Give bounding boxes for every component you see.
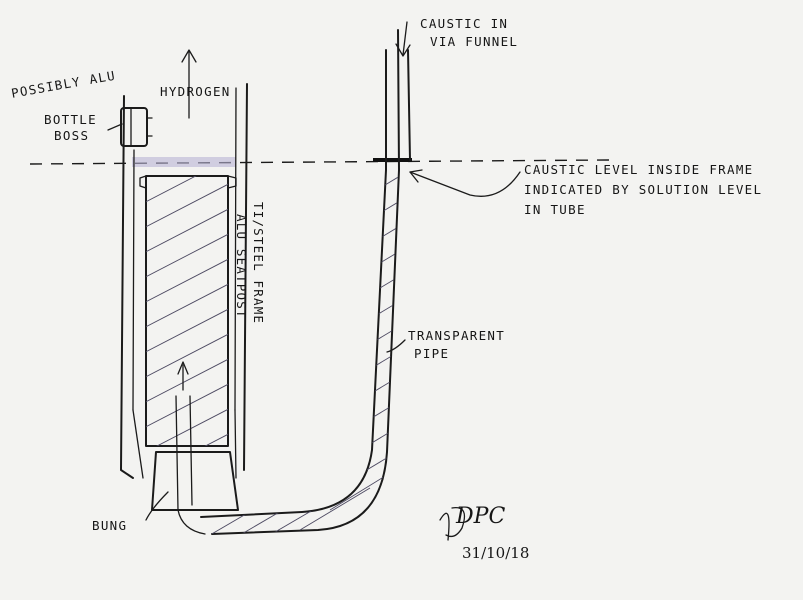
label-boss: Boss (54, 128, 90, 143)
bottle-boss (120, 107, 148, 147)
frame-bottom-right (234, 409, 237, 479)
caustic-level-line (29, 159, 611, 165)
frame-right-inner-wall (234, 87, 237, 411)
boss-pointer (107, 123, 123, 131)
label-transparent: Transparent (408, 328, 506, 343)
funnel-arrow (395, 21, 411, 57)
label-hydrogen: Hydrogen (160, 84, 231, 99)
label-alu-seatpost: Alu seatpost (234, 214, 249, 319)
label-caustic-in: Caustic in (420, 16, 509, 31)
flow-arrow (177, 361, 189, 391)
inner-tube (175, 395, 206, 535)
label-ti-steel-frame: Ti/steel frame (251, 202, 266, 325)
hydrogen-arrow (181, 49, 197, 119)
signature-scribble (439, 507, 466, 541)
frame-left-wall (120, 95, 134, 479)
label-bottle: Bottle (44, 112, 97, 127)
bung-pointer (145, 491, 169, 521)
caustic-level-pointer (409, 171, 521, 197)
label-caustic-level-1: Caustic level inside frame (524, 162, 754, 177)
label-caustic-level-3: in tube (524, 202, 586, 217)
seatpost-hatching (146, 176, 228, 446)
label-via-funnel: via funnel (430, 34, 519, 49)
solution-surface (132, 157, 236, 167)
transparent-pipe-outer (211, 29, 400, 535)
transparent-pipe-pointer (386, 339, 406, 353)
frame-bottom-left (132, 409, 144, 479)
frame-left-inner-wall (132, 149, 135, 411)
signature: DPC (456, 504, 506, 529)
frame-right-wall (243, 83, 248, 471)
label-caustic-level-2: indicated by solution level (524, 182, 763, 197)
bung (151, 451, 239, 511)
label-pipe: pipe (414, 346, 450, 361)
date: 31/10/18 (462, 544, 530, 562)
transparent-pipe-inner (407, 49, 411, 161)
alu-seatpost (145, 175, 229, 447)
label-bung: Bung (92, 518, 128, 533)
